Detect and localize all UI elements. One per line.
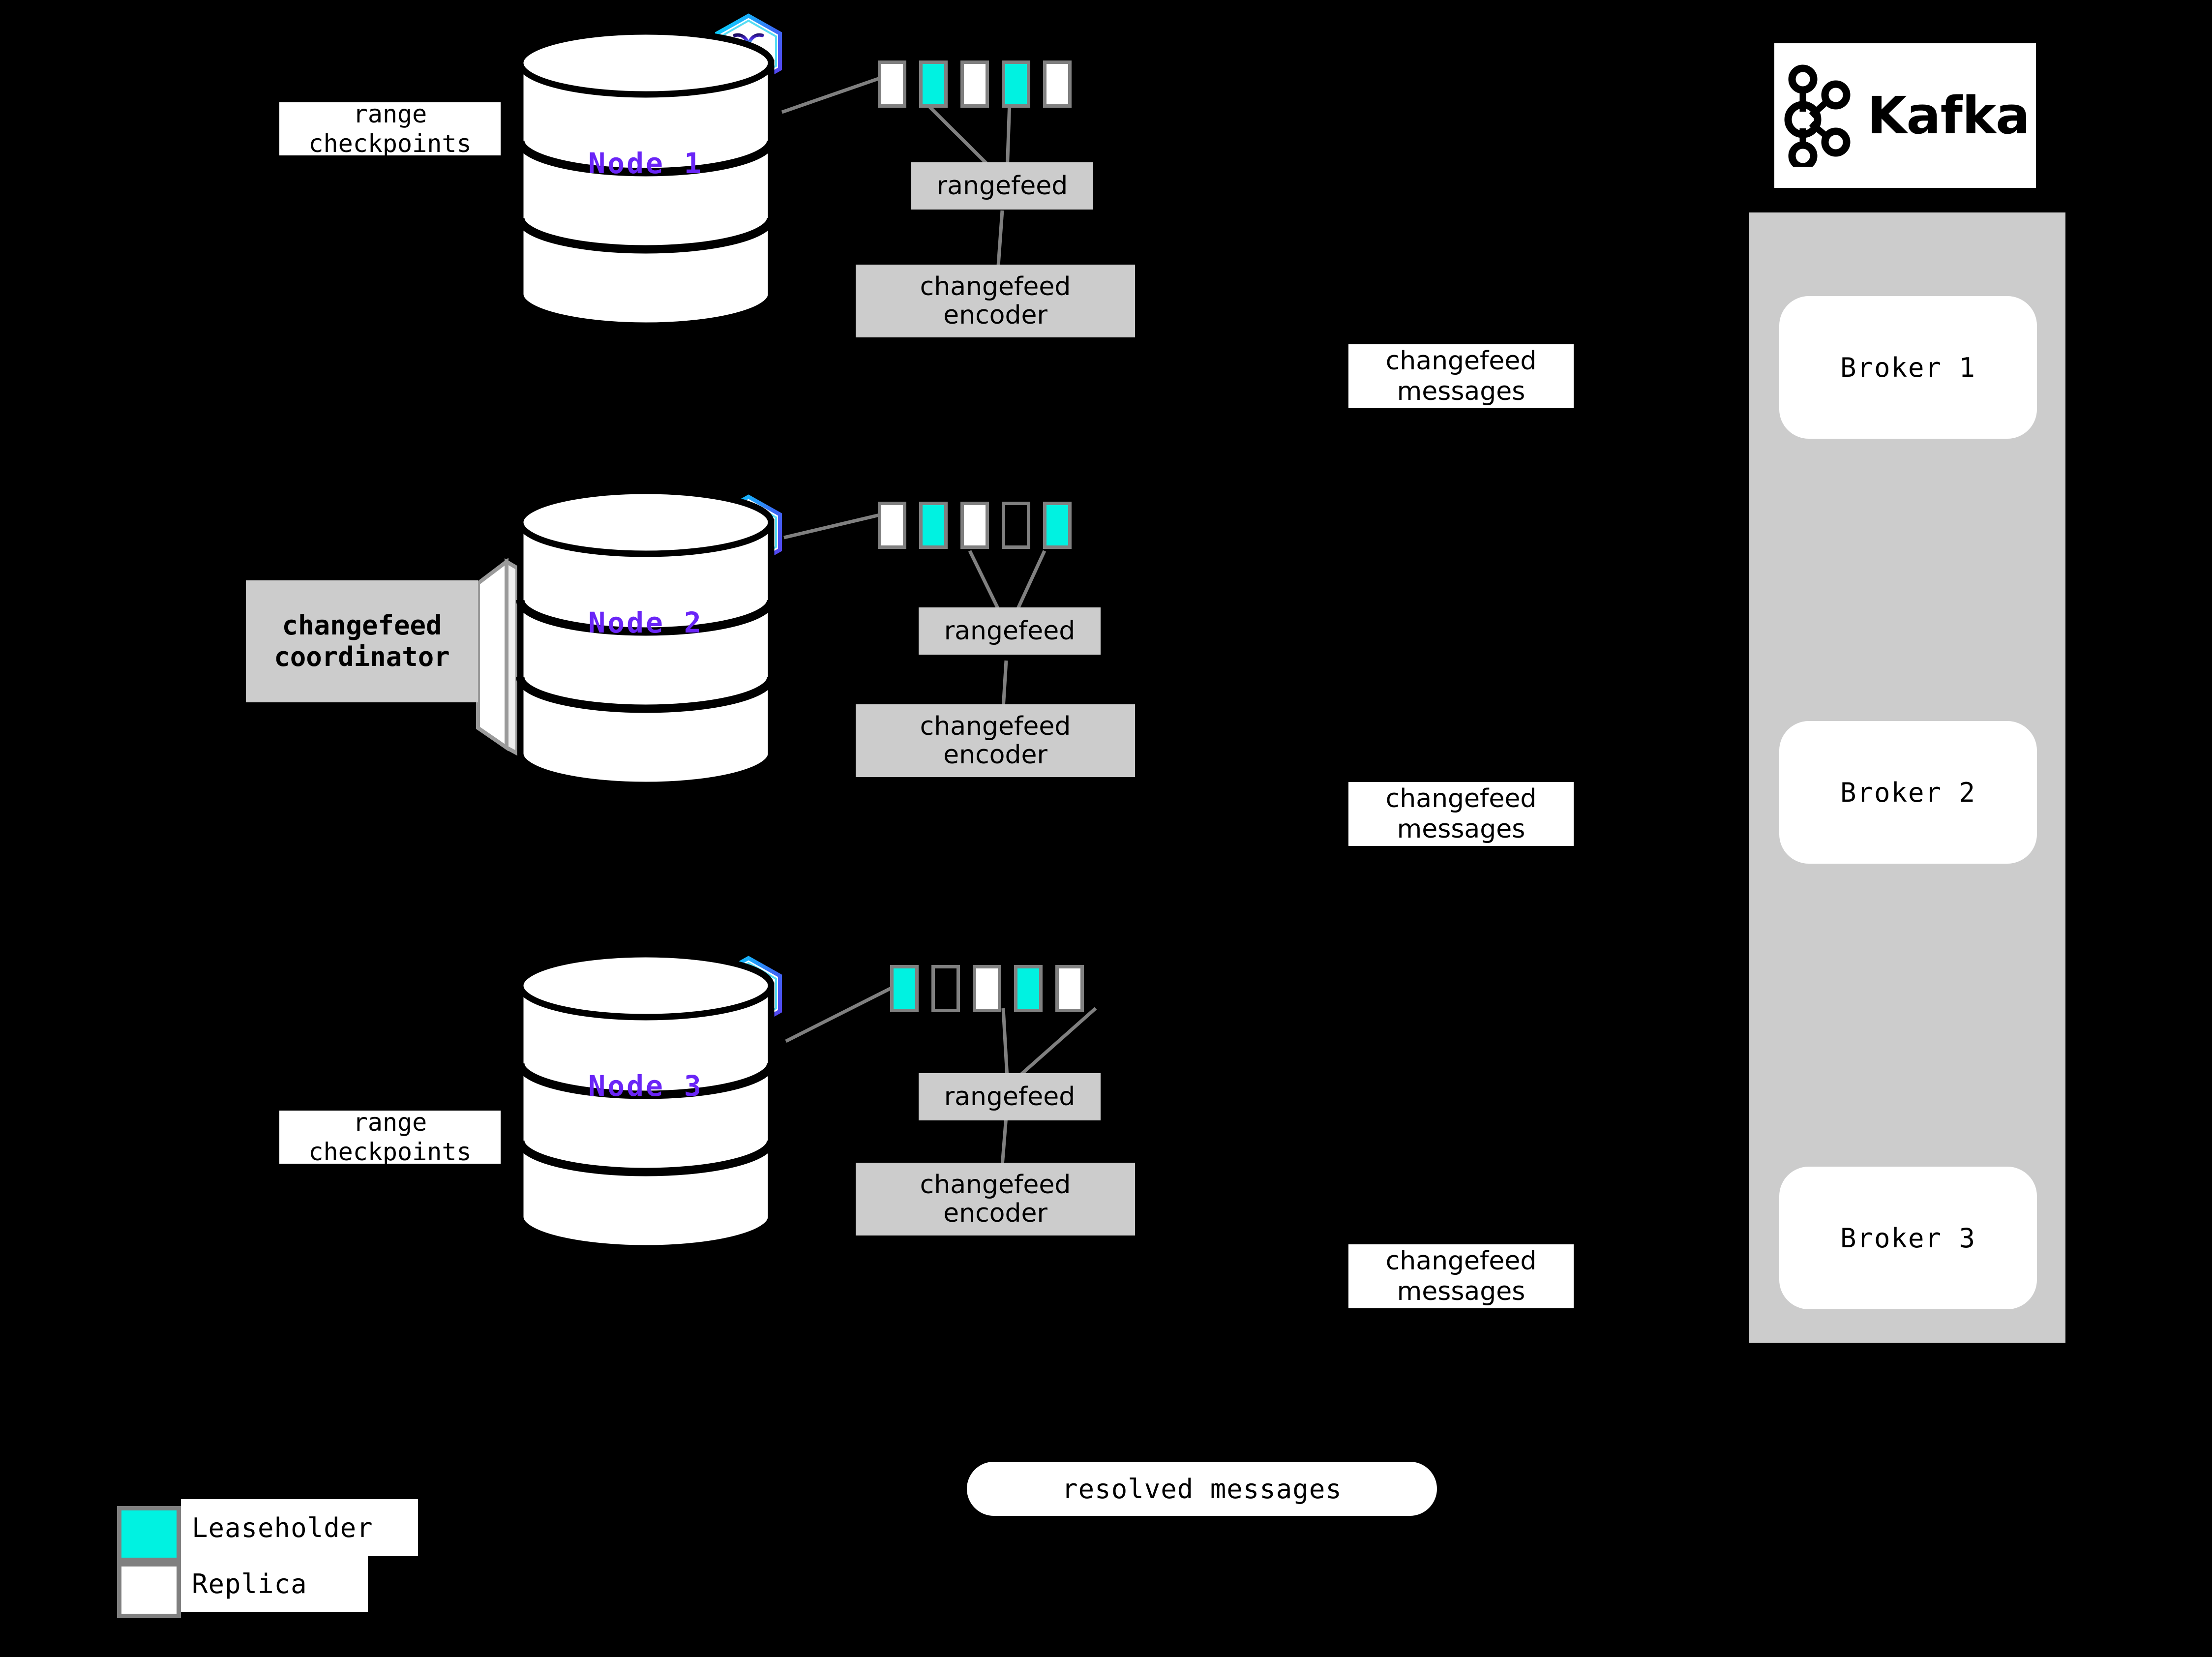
replica-box[interactable] [1055, 965, 1084, 1012]
replica-row-2 [878, 502, 1072, 549]
replica-box[interactable] [919, 60, 948, 108]
broker-box-3[interactable]: Broker 3 [1779, 1167, 2037, 1309]
coordinator-callout-tail [476, 557, 519, 757]
range-checkpoints-label-1: range checkpoints [279, 100, 501, 158]
node-cylinder-3: Node 3 [515, 951, 776, 1251]
kafka-inbound-arrow [2064, 325, 2092, 350]
replica-box[interactable] [890, 965, 919, 1012]
changefeed-encoder-box-1[interactable]: changefeed encoder [856, 265, 1135, 337]
replica-box[interactable] [1002, 60, 1030, 108]
range-checkpoints-label-3: range checkpoints [279, 1108, 501, 1166]
legend-label-leaseholder: Leaseholder [181, 1499, 418, 1556]
changefeed-encoder-box-3[interactable]: changefeed encoder [856, 1163, 1135, 1235]
replica-box[interactable] [973, 965, 1001, 1012]
kafka-logo-icon [1784, 64, 1851, 167]
kafka-wordmark: Kafka [1867, 86, 2030, 146]
node-cylinder-1: Node 1 [515, 29, 776, 329]
replica-box-empty[interactable] [931, 965, 960, 1012]
replica-box[interactable] [1014, 965, 1043, 1012]
node-label-2: Node 2 [588, 606, 703, 639]
legend-swatch-replica [117, 1562, 181, 1618]
replica-box[interactable] [919, 502, 948, 549]
broker-box-1[interactable]: Broker 1 [1779, 296, 2037, 439]
replica-box[interactable] [878, 60, 906, 108]
replica-box[interactable] [1043, 60, 1072, 108]
replica-box[interactable] [960, 60, 989, 108]
changefeed-messages-label-2: changefeed messages [1348, 782, 1574, 846]
replica-box-empty[interactable] [1002, 502, 1030, 549]
rangefeed-box-3[interactable]: rangefeed [919, 1073, 1101, 1120]
replica-box[interactable] [960, 502, 989, 549]
legend-label-replica: Replica [181, 1555, 368, 1612]
legend-swatch-leaseholder [117, 1506, 181, 1562]
node-cylinder-2: Node 2 [515, 488, 776, 788]
kafka-cluster-panel: Broker 1 Broker 2 Broker 3 [1749, 212, 2065, 1343]
node-label-1: Node 1 [588, 147, 703, 180]
resolved-messages-pill: resolved messages [967, 1462, 1437, 1516]
changefeed-encoder-box-2[interactable]: changefeed encoder [856, 704, 1135, 777]
node-label-3: Node 3 [588, 1069, 703, 1103]
replica-box[interactable] [1043, 502, 1072, 549]
replica-row-1 [878, 60, 1072, 108]
changefeed-messages-label-1: changefeed messages [1348, 344, 1574, 408]
replica-box[interactable] [878, 502, 906, 549]
changefeed-coordinator-box[interactable]: changefeed coordinator [246, 580, 478, 702]
rangefeed-box-1[interactable]: rangefeed [911, 162, 1093, 210]
kafka-logo-card: Kafka [1774, 43, 2036, 188]
broker-box-2[interactable]: Broker 2 [1779, 721, 2037, 864]
replica-row-3 [890, 965, 1084, 1012]
changefeed-messages-label-3: changefeed messages [1348, 1244, 1574, 1308]
rangefeed-box-2[interactable]: rangefeed [919, 607, 1101, 655]
